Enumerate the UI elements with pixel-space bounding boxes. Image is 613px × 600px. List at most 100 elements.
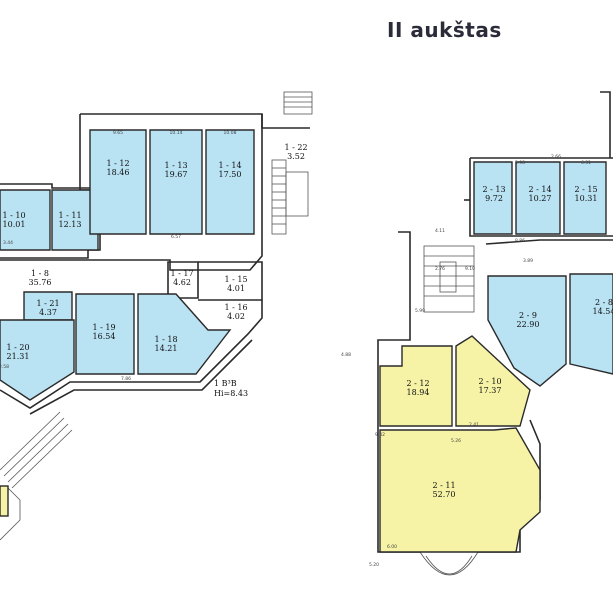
room-1-22: 1 - 223.52 — [284, 143, 307, 161]
room-shape — [563, 161, 607, 235]
dimension-label: 10.08 — [224, 130, 237, 136]
room-area: 17.50 — [219, 170, 242, 179]
dimension-label: 2.66 — [551, 154, 561, 160]
dimension-label: 3.89 — [523, 258, 533, 264]
room-area: 16.54 — [93, 332, 116, 341]
dimension-label: 5.99 — [415, 308, 425, 314]
dimension-label: 6.57 — [171, 234, 181, 240]
room-shape — [473, 161, 513, 235]
room-shape — [379, 427, 541, 553]
room-area: 9.72 — [485, 194, 503, 203]
room-area: 4.01 — [227, 284, 245, 293]
bay-window — [419, 551, 479, 576]
room-shape — [89, 129, 147, 235]
room-1-8: 1 - 835.76 — [29, 269, 52, 287]
room-area: 10.31 — [575, 194, 598, 203]
room-1-16: 1 - 164.02 — [224, 303, 247, 321]
room-shape — [205, 129, 255, 235]
room-shape — [515, 161, 561, 235]
dimension-label: 9.42 — [375, 432, 385, 438]
room-id: 2 - 12 — [406, 379, 429, 388]
room-id: 2 - 14 — [528, 185, 551, 194]
dimension-label: 6.31 — [581, 160, 591, 166]
dimension-label: 5.98 — [515, 160, 525, 166]
dimension-label: 2.76 — [435, 266, 445, 272]
room-area: 10.27 — [529, 194, 552, 203]
dimension-label: 8.86 — [515, 238, 525, 244]
stair-right — [423, 245, 475, 313]
room-shape — [0, 189, 51, 251]
room-shape — [379, 345, 453, 427]
room-area: 18.94 — [407, 388, 430, 397]
room-id: 1 - 17 — [170, 269, 193, 278]
room-area: 4.02 — [227, 312, 245, 321]
dimension-label: 3.44 — [3, 240, 13, 246]
room-id: 1 - 14 — [218, 161, 241, 170]
room-id: 2 - 10 — [478, 377, 501, 386]
room-area: 19.67 — [165, 170, 188, 179]
room-area: 4.62 — [173, 278, 191, 287]
room-shape — [487, 275, 567, 387]
room-id: 2 - 8 — [595, 298, 613, 307]
dimension-label: 9.10 — [465, 266, 475, 272]
room-id: 1 - 19 — [92, 323, 115, 332]
room-shape — [149, 129, 203, 235]
room-id: 1 - 13 — [164, 161, 187, 170]
room-shape — [51, 189, 99, 251]
room-area: 10.01 — [3, 220, 26, 229]
floor-title: II aukštas — [387, 18, 502, 42]
room-area: 22.90 — [517, 320, 540, 329]
room-id: 1 - 18 — [154, 335, 177, 344]
room-area: 35.76 — [29, 278, 52, 287]
dimension-label: 7.86 — [121, 376, 131, 382]
room-shape — [569, 273, 613, 375]
room-2-9: 2 - 922.90 — [487, 275, 567, 387]
room-1-21: 1 - 214.37 — [23, 291, 73, 321]
room-id: 1 - 21 — [36, 299, 59, 308]
room-shape — [455, 335, 531, 427]
stair-left — [271, 91, 313, 235]
room-id: 1 - 11 — [58, 211, 81, 220]
room-area: 14.54 — [593, 307, 613, 316]
dimension-label: 6.00 — [387, 544, 397, 550]
dimension-label: 4.11 — [435, 228, 445, 234]
dimension-label: 2.58 — [0, 364, 9, 370]
dimension-label: 5.26 — [451, 438, 461, 444]
room-area: 14.21 — [155, 344, 178, 353]
room-area: 18.46 — [107, 168, 130, 177]
plan-left — [0, 91, 313, 541]
room-1-15: 1 - 154.01 — [224, 275, 247, 293]
ramp-left — [0, 411, 73, 541]
room-id: 1 - 12 — [106, 159, 129, 168]
dimension-label: 10.14 — [170, 130, 183, 136]
dimension-label: 9.65 — [113, 130, 123, 136]
room-id: 1 - 22 — [284, 143, 307, 152]
room-id: 1 - 16 — [224, 303, 247, 312]
dimension-label: 2.41 — [469, 422, 479, 428]
room-id: 2 - 15 — [574, 185, 597, 194]
room-shape — [137, 293, 232, 375]
room-shape — [0, 319, 75, 401]
room-area: 17.37 — [479, 386, 502, 395]
room-id: 1 - 10 — [2, 211, 25, 220]
room-id: 2 - 11 — [432, 481, 455, 490]
room-id: 2 - 9 — [519, 311, 537, 320]
dimension-label: 4.88 — [341, 352, 351, 358]
room-id: 2 - 13 — [482, 185, 505, 194]
room-area: 21.31 — [7, 352, 30, 361]
room-area: 12.13 — [59, 220, 82, 229]
room-id: 1 - 20 — [6, 343, 29, 352]
room-2-13: 2 - 139.72 — [473, 161, 513, 235]
room-2-8: 2 - 814.54 — [569, 273, 613, 375]
